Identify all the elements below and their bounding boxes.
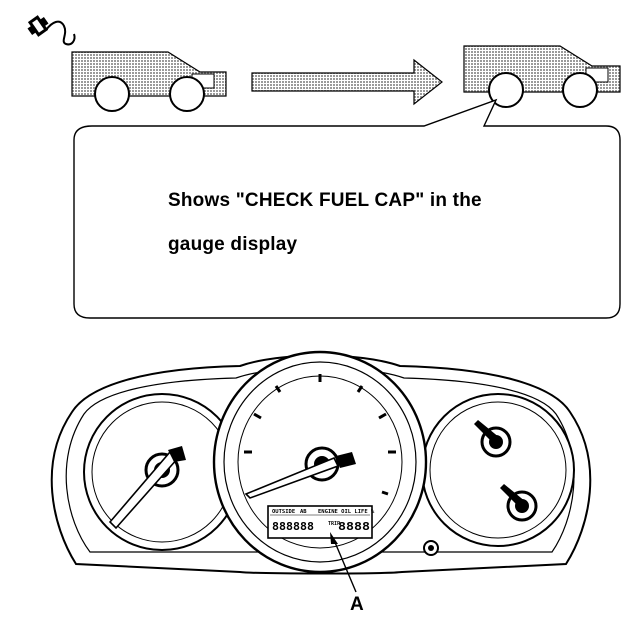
- callout-line-2: gauge display: [168, 234, 298, 255]
- pointer-label-a: A: [350, 594, 364, 615]
- label-a-leader: [330, 532, 357, 593]
- fuel-temp-gauge: [421, 393, 575, 547]
- vehicle-icon-left: [71, 51, 227, 112]
- callout-line-1: Shows "CHECK FUEL CAP" in the: [168, 190, 482, 211]
- callout-bubble: [73, 98, 621, 319]
- lcd-right-digits: 8888: [338, 520, 370, 533]
- reset-knob-icon: [423, 540, 439, 556]
- lcd-oil-life-caption: ENGINE OIL LIFE %: [318, 509, 375, 515]
- instrument-cluster-icon: OUTSIDE AB ENGINE OIL LIFE % 888888 TRIP…: [50, 350, 592, 575]
- lcd-trip-label: TRIP: [328, 521, 340, 527]
- vehicle-icon-right: [463, 45, 621, 108]
- fuel-cap-icon: [27, 15, 76, 46]
- speedometer-gauge: OUTSIDE AB ENGINE OIL LIFE % 888888 TRIP…: [212, 350, 428, 574]
- lcd-outside-caption: OUTSIDE: [272, 509, 295, 515]
- tachometer-gauge: [83, 393, 241, 551]
- lcd-left-digits: 888888: [272, 520, 314, 533]
- lcd-mid-caption: AB: [300, 509, 307, 515]
- gauge-lcd-display: OUTSIDE AB ENGINE OIL LIFE % 888888 TRIP…: [267, 505, 375, 539]
- arrow-right-icon: [251, 58, 443, 106]
